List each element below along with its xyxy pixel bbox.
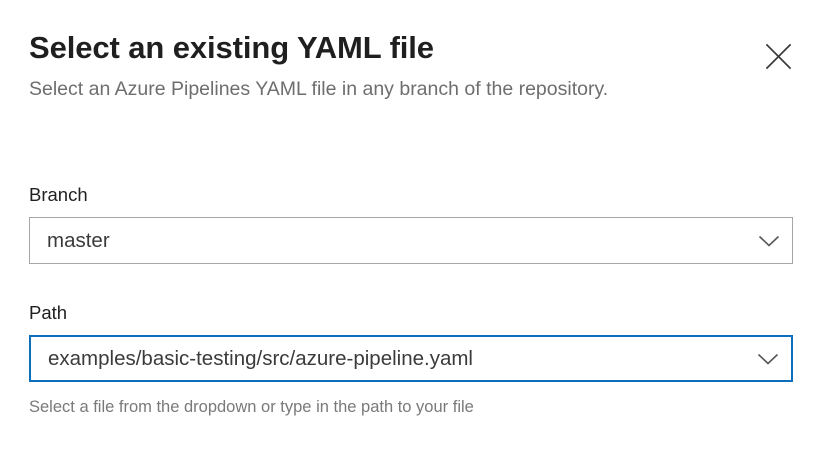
dialog-subtitle: Select an Azure Pipelines YAML file in a…: [29, 78, 609, 100]
path-value[interactable]: examples/basic-testing/src/azure-pipelin…: [48, 346, 473, 370]
close-button[interactable]: [756, 34, 800, 78]
page-title: Select an existing YAML file: [29, 30, 434, 65]
yaml-file-form: Branch master Path examples/basic-testin…: [29, 182, 793, 418]
branch-value: master: [47, 228, 110, 252]
path-label: Path: [29, 302, 68, 323]
path-field-group: Path examples/basic-testing/src/azure-pi…: [29, 300, 793, 418]
chevron-down-icon[interactable]: [746, 234, 792, 248]
branch-field-group: Branch master: [29, 182, 793, 264]
close-icon: [765, 43, 792, 70]
path-helper-text: Select a file from the dropdown or type …: [29, 398, 474, 416]
path-dropdown[interactable]: examples/basic-testing/src/azure-pipelin…: [29, 335, 793, 382]
branch-label: Branch: [29, 184, 88, 205]
chevron-down-icon[interactable]: [745, 352, 791, 366]
dialog-header: Select an existing YAML file Select an A…: [29, 28, 791, 105]
branch-dropdown[interactable]: master: [29, 217, 793, 264]
